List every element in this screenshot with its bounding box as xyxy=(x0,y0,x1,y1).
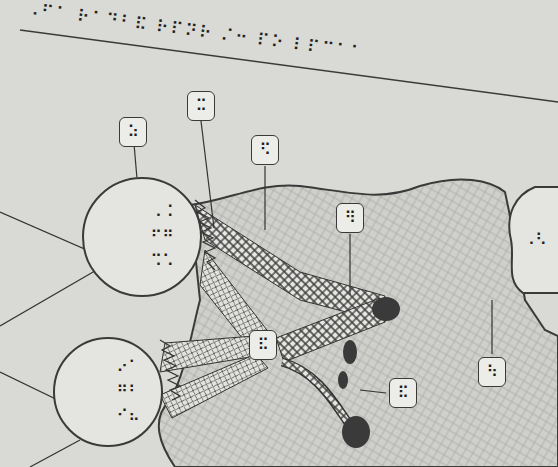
braille-text: ⠠⠣ xyxy=(523,231,546,249)
braille-callout-box: ⠻ xyxy=(336,203,364,233)
braille-label: ⠻ xyxy=(344,209,356,227)
braille-label: ⠭ xyxy=(195,97,207,115)
braille-text: ⠛⠃ xyxy=(116,383,139,401)
cell-body: ⠠⠨ ⠋⠛ ⠩⠡ xyxy=(82,177,202,297)
braille-text: ⠊⠦ xyxy=(116,407,139,425)
synapse-knob xyxy=(343,340,357,364)
tissue-region xyxy=(159,179,558,467)
axon-branch xyxy=(282,362,352,428)
braille-callout-box: ⠭ xyxy=(187,91,215,121)
braille-heading: ⠠⠋⠁ ⠗⠁⠙⠃⠯ ⠗⠏⠝⠗ ⠌⠒ ⠏⠕ ⠇⠏⠉⠁⠁ xyxy=(25,0,365,64)
leader-line xyxy=(30,440,80,467)
leader-line xyxy=(264,166,265,230)
braille-callout-box: ⠯ xyxy=(249,330,277,360)
braille-callout-box: ⠫ xyxy=(251,135,279,165)
synapse-knob xyxy=(342,416,370,448)
braille-callout-box: ⠯ xyxy=(389,378,417,408)
braille-label: ⠫ xyxy=(259,141,271,159)
axon-band xyxy=(276,298,385,362)
axon-branch xyxy=(282,362,352,428)
leader-line xyxy=(201,121,214,228)
leader-line xyxy=(360,390,386,393)
braille-callout-box: ⠳ xyxy=(478,357,506,387)
braille-label: ⠳ xyxy=(486,363,498,381)
braille-label: ⠵ xyxy=(127,123,139,141)
synapse-knob xyxy=(372,297,400,321)
leader-line xyxy=(0,268,100,326)
braille-callout-box: ⠵ xyxy=(119,117,147,147)
leader-line xyxy=(491,300,492,354)
braille-text: ⠔⠁ xyxy=(116,358,139,376)
braille-label: ⠯ xyxy=(397,384,409,402)
leader-connector xyxy=(134,147,137,177)
braille-text: ⠠⠨ xyxy=(150,203,173,221)
spiky-fringe xyxy=(160,340,180,400)
cell-body: ⠔⠁ ⠛⠃ ⠊⠦ xyxy=(53,337,163,447)
braille-text: ⠩⠡ xyxy=(150,252,173,270)
dendrite-cone xyxy=(160,354,268,418)
braille-label: ⠯ xyxy=(257,336,269,354)
synapse-knob xyxy=(338,371,348,389)
target-cell: ⠠⠣ xyxy=(505,185,558,295)
braille-text: ⠋⠛ xyxy=(150,228,173,246)
leader-line xyxy=(349,234,350,295)
